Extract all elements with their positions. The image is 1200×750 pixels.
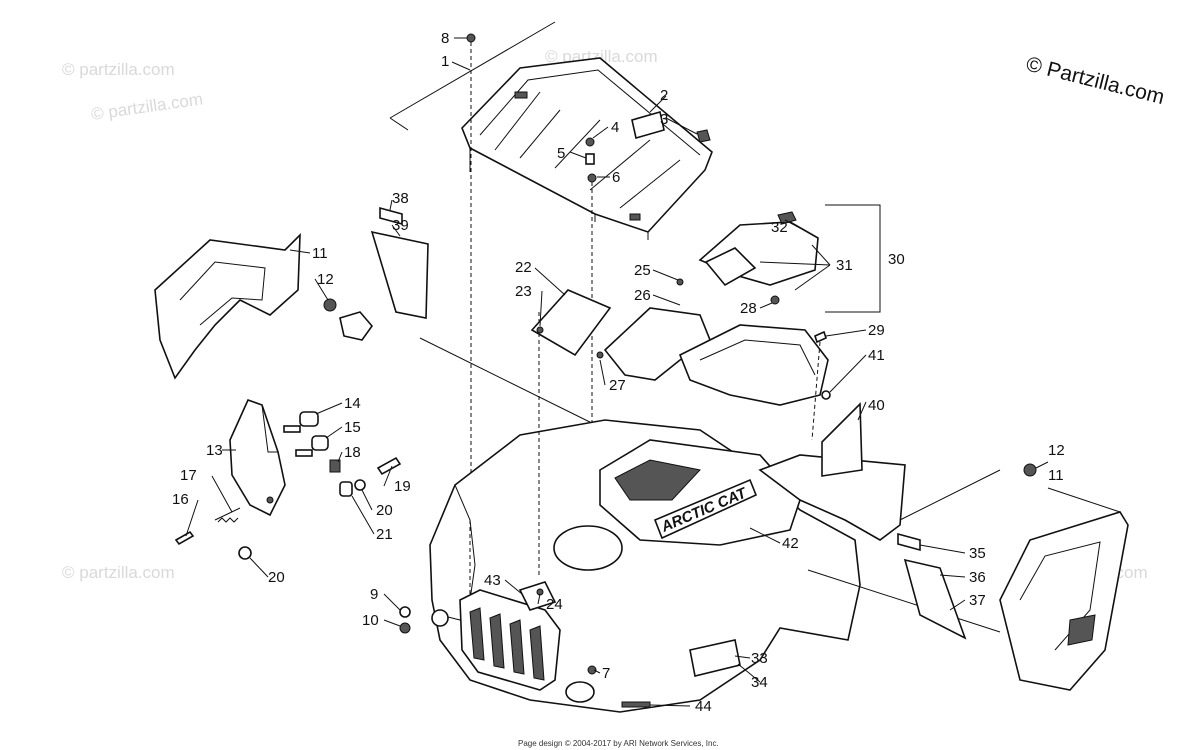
callout-18: 18 — [344, 444, 361, 461]
screw — [814, 330, 827, 344]
bulb — [311, 435, 329, 451]
callout-1: 1 — [441, 53, 449, 70]
callout-11: 11 — [312, 245, 328, 262]
callout-30: 30 — [888, 251, 905, 268]
callout-15: 15 — [344, 419, 361, 436]
callout-37: 37 — [969, 592, 986, 609]
callout-23: 23 — [515, 283, 532, 300]
callout-17: 17 — [180, 467, 197, 484]
watermark: © partzilla.com — [62, 563, 175, 582]
callout-10: 10 — [362, 612, 379, 629]
callout-27: 27 — [609, 377, 626, 394]
washer — [399, 606, 411, 618]
leader-lines — [185, 37, 1121, 707]
washer — [821, 390, 831, 400]
callout-11: 11 — [1048, 467, 1064, 484]
nut — [329, 459, 341, 473]
callout-19: 19 — [394, 478, 411, 495]
footer-text: Page design © 2004-2017 by ARI Network S… — [518, 739, 719, 748]
callout-7: 7 — [602, 665, 610, 682]
callout-9: 9 — [370, 586, 378, 603]
callout-36: 36 — [969, 569, 986, 586]
washer — [238, 546, 252, 560]
callout-44: 44 — [695, 698, 712, 715]
decal — [631, 110, 665, 140]
seat-cover-pad — [704, 247, 757, 287]
callout-33: 33 — [751, 650, 768, 667]
callout-34: 34 — [751, 674, 768, 691]
plate — [518, 581, 557, 611]
callout-4: 4 — [611, 119, 619, 136]
callout-28: 28 — [740, 300, 757, 317]
watermark: © partzilla.com — [90, 89, 204, 123]
bulb-base — [295, 449, 313, 457]
washer — [354, 479, 366, 491]
access-panel — [530, 289, 612, 357]
rear-rack — [461, 57, 713, 240]
callout-12: 12 — [1048, 442, 1065, 459]
callout-25: 25 — [634, 262, 651, 279]
watermark: © partzilla.com — [62, 60, 175, 79]
nut — [587, 173, 597, 183]
callout-6: 6 — [612, 169, 620, 186]
decal — [370, 230, 429, 319]
spacer — [585, 153, 595, 165]
callout-14: 14 — [344, 395, 361, 412]
storage-tray — [678, 324, 829, 406]
bolt — [466, 33, 476, 43]
grommet — [1023, 463, 1037, 477]
callout-24: 24 — [546, 596, 563, 613]
decal — [897, 532, 921, 552]
callout-22: 22 — [515, 259, 532, 276]
headlight-assembly — [229, 398, 286, 517]
callout-20: 20 — [376, 502, 393, 519]
left-side-panel — [154, 232, 301, 380]
copyright-label: © Partzilla.com — [1024, 53, 1167, 110]
decal — [903, 558, 967, 640]
callout-38: 38 — [392, 190, 409, 207]
bulb — [299, 411, 319, 427]
nut — [587, 665, 597, 675]
grommet — [323, 298, 337, 312]
callout-39: 39 — [392, 217, 409, 234]
callout-32: 32 — [771, 219, 788, 236]
callout-21: 21 — [376, 526, 393, 543]
nut — [399, 622, 411, 634]
bolt — [585, 137, 595, 147]
callout-labels: 8 1 2 3 4 5 6 7 9 10 11 11 12 12 13 14 1… — [172, 30, 1065, 715]
callout-20: 20 — [268, 569, 285, 586]
callout-12: 12 — [317, 271, 334, 288]
push-nut — [696, 129, 711, 143]
callout-26: 26 — [634, 287, 651, 304]
callout-42: 42 — [782, 535, 799, 552]
fastener — [339, 311, 374, 341]
callout-2: 2 — [660, 87, 668, 104]
callout-40: 40 — [868, 397, 885, 414]
callout-3: 3 — [660, 111, 668, 128]
latch — [777, 211, 797, 225]
callout-29: 29 — [868, 322, 885, 339]
callout-8: 8 — [441, 30, 449, 47]
pin — [174, 530, 195, 546]
callout-31: 31 — [836, 257, 853, 274]
callout-41: 41 — [868, 347, 885, 364]
callout-16: 16 — [172, 491, 189, 508]
callout-13: 13 — [206, 442, 223, 459]
bolt — [376, 456, 402, 476]
callout-43: 43 — [484, 572, 501, 589]
decal — [379, 206, 403, 226]
spacer — [339, 481, 353, 497]
bulb-base — [283, 425, 301, 433]
decal — [821, 402, 863, 477]
callout-5: 5 — [557, 145, 565, 162]
callout-35: 35 — [969, 545, 986, 562]
right-side-panel — [999, 511, 1129, 691]
